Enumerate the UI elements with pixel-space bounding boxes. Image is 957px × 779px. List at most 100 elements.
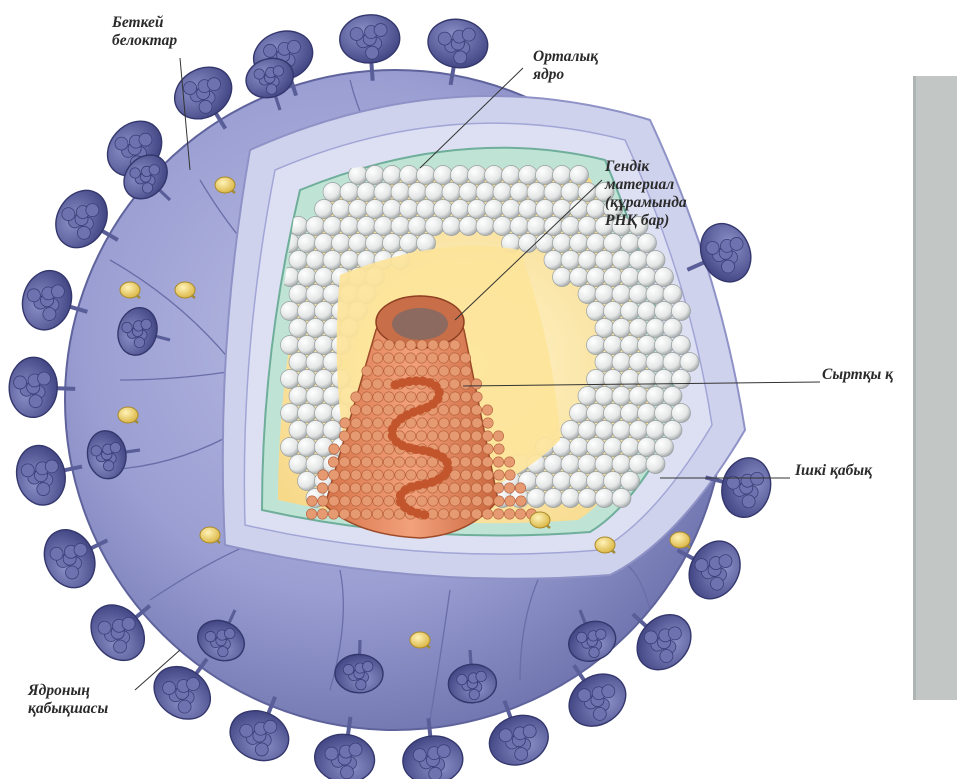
cone-bead [307,496,317,506]
cone-bead [383,353,393,363]
capsomere-bead [306,319,325,338]
cone-bead [438,509,448,519]
capsomere-bead [621,472,640,491]
capsomere-bead [281,370,300,389]
capsomere-bead [587,234,606,253]
capsomere-bead [417,166,436,185]
cone-bead [472,418,482,428]
cone-bead [350,509,360,519]
cone-bead [317,509,327,519]
capsomere-bead [612,489,631,508]
capsomere-bead [629,251,648,270]
cone-bead [361,457,371,467]
cone-bead [471,483,481,493]
capsomere-bead [587,336,606,355]
capsomere-bead [553,166,572,185]
capsomere-bead [612,421,631,440]
cone-bead [383,457,393,467]
cone-bead [450,496,460,506]
label-central-core: Орталық ядро [533,48,598,84]
cone-bead [417,470,427,480]
capsomere-bead [672,370,691,389]
capsomere-bead [349,200,368,219]
cone-bead [339,509,349,519]
cone-bead [472,392,482,402]
capsomere-bead [561,251,580,270]
capsomere-bead [587,268,606,287]
cone-bead [449,509,459,519]
capsomere-bead [604,438,623,457]
capsomere-bead [663,285,682,304]
cone-bead [515,509,525,519]
cone-bead [339,483,349,493]
cone-bead [372,483,382,493]
cone-bead [417,392,427,402]
capsomere-bead [553,234,572,253]
capsomere-bead [595,489,614,508]
capsomere-bead [536,234,555,253]
capsomere-bead [629,387,648,406]
knob-protein [410,632,430,648]
cone-bead [328,509,338,519]
capsomere-bead [468,166,487,185]
cone-bead [504,483,514,493]
cone-bead [373,470,383,480]
cone-bead [406,366,416,376]
capsomere-bead [655,404,674,423]
capsomere-bead [646,285,665,304]
cone-bead [383,405,393,415]
capsomere-bead [315,404,334,423]
capsomere-bead [298,336,317,355]
cone-bead [493,483,503,493]
cone-bead [439,366,449,376]
capsomere-bead [578,421,597,440]
capsomere-bead [459,183,478,202]
capsomere-bead [357,183,376,202]
cone-bead [340,470,350,480]
cone-bead [372,379,382,389]
cone-bead [340,418,350,428]
capsomere-bead [289,285,308,304]
cone-bead [505,470,515,480]
cone-bead [350,431,360,441]
capsomere-bead [646,421,665,440]
cone-bead [505,496,515,506]
capsomere-bead [578,183,597,202]
cone-bead [318,470,328,480]
cone-bead [384,340,394,350]
cone-bead [439,340,449,350]
capsomere-bead [629,421,648,440]
cone-bead [482,483,492,493]
capsomere-bead [451,200,470,219]
cone-bead [483,418,493,428]
capsomere-bead [332,200,351,219]
capsomere-bead [536,200,555,219]
cone-bead [351,496,361,506]
capsomere-bead [289,387,308,406]
cone-bead [493,509,503,519]
capsomere-bead [298,302,317,321]
capsomere-bead [646,353,665,372]
knob-protein [215,177,235,193]
cone-bead [361,483,371,493]
capsomere-bead [629,319,648,338]
capsomere-bead [527,183,546,202]
capsomere-bead [595,251,614,270]
capsomere-bead [298,370,317,389]
cone-bead [351,444,361,454]
capsomere-bead [485,166,504,185]
capsomere-bead [476,217,495,236]
capsomere-bead [595,387,614,406]
cone-bead [384,470,394,480]
capsomere-bead [638,404,657,423]
cone-bead [340,496,350,506]
capsomere-bead [578,455,597,474]
capsomere-bead [612,319,631,338]
cone-bead [406,392,416,402]
cone-bead [482,509,492,519]
cone-bead [471,405,481,415]
cone-bead [504,457,514,467]
cone-bead [306,509,316,519]
capsomere-bead [425,217,444,236]
capsomere-bead [621,370,640,389]
